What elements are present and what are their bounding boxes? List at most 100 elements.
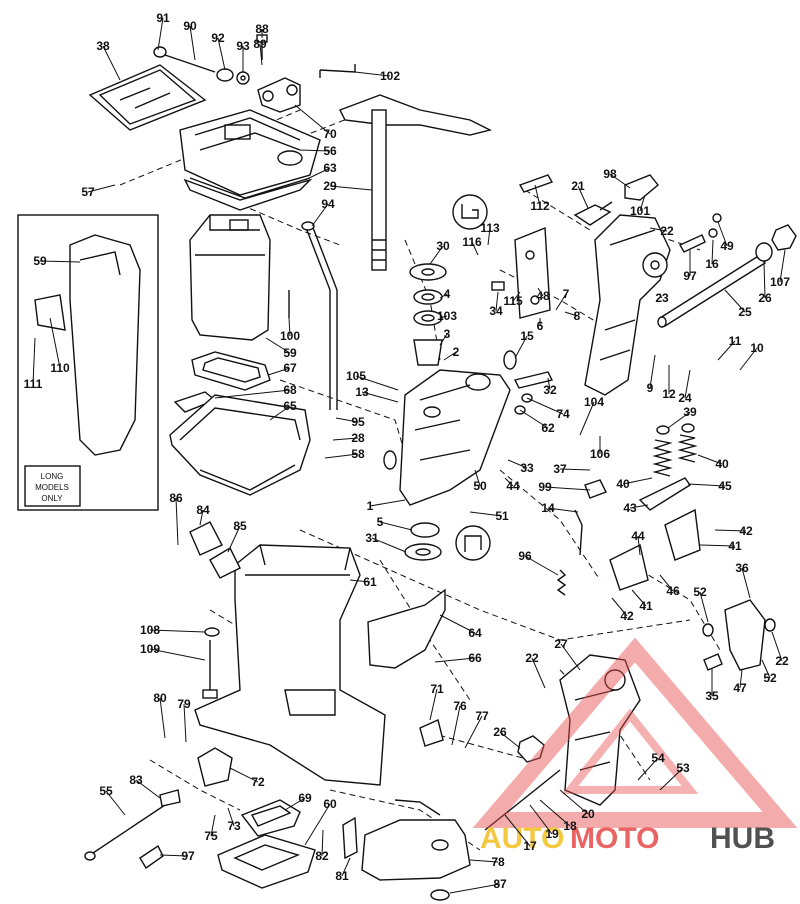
callout-leader-line (763, 261, 766, 299)
callout-number: 59 (33, 254, 47, 268)
callout-number: 19 (545, 827, 559, 841)
callout-number: 67 (283, 361, 297, 375)
callout-13: 13 (355, 385, 399, 403)
callout-22c: 22 (525, 651, 546, 689)
callout-number: 56 (323, 144, 337, 158)
callout-number: 34 (489, 304, 503, 318)
callout-38: 38 (96, 39, 121, 81)
callout-leader-line (105, 790, 126, 816)
callout-number: 113 (480, 221, 500, 235)
callout-number: 69 (298, 791, 312, 805)
callout-number: 52 (693, 585, 707, 599)
callout-78: 78 (469, 855, 505, 869)
callout-number: 40 (715, 457, 729, 471)
callout-leader-line (469, 511, 503, 517)
callout-42: 42 (714, 524, 753, 538)
callout-leader-line (629, 504, 649, 509)
nut-107-26 (755, 224, 797, 262)
callout-99: 99 (538, 480, 591, 494)
bushing-97 (139, 844, 164, 870)
callout-number: 51 (495, 509, 509, 523)
callout-65: 65 (269, 399, 297, 421)
callout-number: 72 (251, 775, 265, 789)
callout-90: 90 (183, 19, 197, 61)
callout-40: 40 (697, 454, 729, 471)
callout-leader-line (474, 469, 481, 487)
callout-leader-line (259, 43, 263, 66)
inset-label-line3: ONLY (41, 494, 63, 503)
springs-40 (652, 423, 698, 477)
callout-20: 20 (559, 789, 595, 821)
callout-29: 29 (323, 179, 373, 193)
callout-22: 22 (649, 224, 674, 238)
callout-leader-line (761, 659, 771, 679)
callout-6: 6 (537, 318, 544, 333)
callout-leader-line (439, 333, 448, 346)
callout-leader-line (189, 25, 196, 61)
callout-81: 81 (335, 857, 351, 883)
callout-number: 115 (503, 294, 523, 308)
callout-87: 87 (449, 877, 507, 894)
callout-number: 11 (729, 334, 742, 348)
cover-plate-38 (88, 64, 207, 131)
callout-leader-line (269, 405, 291, 421)
callout-leader-line (439, 315, 448, 319)
callout-71: 71 (429, 682, 444, 721)
driveshaft-housing-61 (194, 544, 386, 786)
callout-leader-line (499, 731, 521, 749)
callout-number: 28 (351, 431, 365, 445)
gasket-67 (191, 351, 271, 391)
bolt-90 (153, 46, 216, 73)
callout-leader-line (711, 239, 714, 265)
plate-43 (609, 508, 701, 591)
callout-leader-line (199, 509, 204, 526)
callout-64: 64 (439, 614, 482, 640)
callout-leader-line (321, 829, 324, 857)
callout-77: 77 (464, 709, 489, 749)
callout-number: 75 (204, 829, 218, 843)
callout-number: 6 (537, 319, 544, 333)
callout-95: 95 (335, 415, 365, 429)
callout-48: 48 (536, 287, 550, 303)
callout-number: 7 (563, 287, 570, 301)
callout-leader-line (449, 883, 501, 894)
callout-leader-line (637, 535, 641, 556)
callout-69: 69 (284, 791, 312, 811)
callout-31: 31 (365, 531, 407, 553)
callout-98: 98 (603, 167, 631, 189)
watermark-text-auto: AUTO (480, 822, 564, 855)
clip-71 (419, 719, 444, 747)
callout-leader-line (667, 411, 691, 429)
callout-leader-line (32, 337, 36, 385)
gasket-84-85 (189, 521, 241, 579)
skeg-78 (361, 799, 471, 881)
callout-number: 22 (775, 654, 789, 668)
callout-59b: 59 (265, 337, 297, 360)
callout-80: 80 (153, 691, 167, 739)
clamp-bracket-27 (559, 654, 641, 806)
callout-84: 84 (196, 503, 210, 526)
callout-number: 1 (367, 499, 374, 513)
callout-number: 82 (315, 849, 329, 863)
callout-67: 67 (267, 361, 297, 376)
callout-leader-line (267, 367, 291, 376)
callout-59: 59 (33, 254, 81, 268)
callout-9: 9 (647, 354, 656, 395)
callout-number: 49 (720, 239, 734, 253)
callout-number: 48 (536, 289, 550, 303)
callout-number: 4 (444, 287, 451, 301)
callout-leader-line (519, 409, 549, 429)
callout-103: 103 (437, 309, 457, 323)
block-72 (197, 747, 233, 787)
callout-number: 30 (436, 239, 450, 253)
callout-40b: 40 (616, 477, 653, 491)
callout-number: 23 (655, 291, 669, 305)
callout-leader-line (294, 104, 331, 135)
callout-number: 17 (523, 839, 537, 853)
callout-1: 1 (367, 499, 406, 513)
tilt-lock-plate (514, 226, 551, 319)
clamp-21 (573, 201, 613, 226)
callout-leader-line (443, 351, 457, 361)
callout-number: 16 (705, 257, 719, 271)
callout-number: 44 (506, 479, 520, 493)
